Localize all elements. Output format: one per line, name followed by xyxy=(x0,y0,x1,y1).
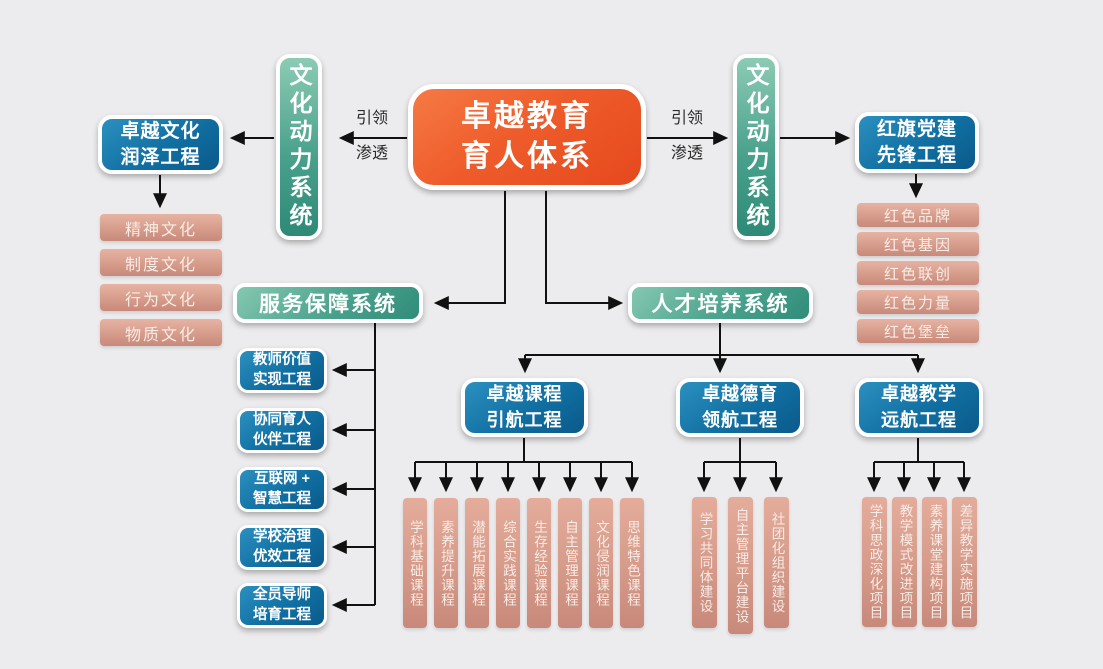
project-culture-left: 卓越文化 润泽工程 xyxy=(98,115,223,174)
project-culture-right-title: 红旗党建 先锋工程 xyxy=(877,117,957,168)
program3-item: 素养课堂建构项目 xyxy=(922,497,947,627)
program2-item: 自主管理平台建设 xyxy=(728,497,753,634)
service-project-2-line1: 协同育人 xyxy=(253,411,311,428)
talent-program-3-line2: 远航工程 xyxy=(881,409,957,430)
service-project-4: 学校治理优效工程 xyxy=(237,525,327,570)
service-project-3: 互联网 + 智慧工程 xyxy=(237,467,327,512)
root-node: 卓越教育 育人体系 xyxy=(408,84,646,190)
program1-course: 文化侵润课程 xyxy=(589,498,613,628)
service-project-1-line2: 实现工程 xyxy=(253,371,311,388)
culture-right-item: 红色堡垒 xyxy=(857,319,979,343)
service-project-1: 教师价值实现工程 xyxy=(237,348,327,393)
culture-system-right: 文化动力系统 xyxy=(733,54,779,240)
arrow-root-to-service xyxy=(433,191,506,310)
culture-left-item: 精神文化 xyxy=(100,214,222,241)
root-title-line2: 育人体系 xyxy=(461,140,593,173)
program1-course: 思维特色课程 xyxy=(620,498,644,628)
program3-item: 学科思政深化项目 xyxy=(862,497,887,627)
program1-course: 综合实践课程 xyxy=(496,498,520,628)
project-culture-right: 红旗党建 先锋工程 xyxy=(855,112,979,173)
talent-program-3-line1: 卓越教学 xyxy=(881,384,957,405)
service-system: 服务保障系统 xyxy=(233,283,423,323)
program2-item: 学习共同体建设 xyxy=(692,497,717,628)
service-project-5-line2: 培育工程 xyxy=(253,606,311,623)
project-culture-left-line2: 润泽工程 xyxy=(120,146,201,168)
culture-left-item: 物质文化 xyxy=(100,319,222,346)
culture-left-item: 行为文化 xyxy=(100,284,222,311)
lead-label-left-top: 引领 xyxy=(355,110,388,127)
project-culture-right-line1: 红旗党建 xyxy=(876,118,957,140)
service-project-1-line1: 教师价值 xyxy=(253,351,311,368)
culture-system-left: 文化动力系统 xyxy=(276,54,322,240)
talent-system: 人才培养系统 xyxy=(628,283,813,323)
culture-right-item: 红色基因 xyxy=(857,232,979,256)
program3-item: 教学模式改进项目 xyxy=(892,497,917,627)
lead-label-left-bottom: 渗透 xyxy=(355,145,388,162)
program1-course: 潜能拓展课程 xyxy=(465,498,489,628)
program1-course: 生存经验课程 xyxy=(527,498,551,628)
talent-program-2-line2: 领航工程 xyxy=(702,409,778,430)
culture-right-item: 红色联创 xyxy=(857,261,979,285)
talent-program-3: 卓越教学远航工程 xyxy=(855,378,983,437)
talent-program-2-line1: 卓越德育 xyxy=(702,384,778,405)
service-project-5-line1: 全员导师 xyxy=(253,586,311,603)
program3-item: 差异教学实施项目 xyxy=(952,497,977,627)
service-project-5: 全员导师培育工程 xyxy=(237,583,327,628)
root-title: 卓越教育 育人体系 xyxy=(461,97,593,176)
project-culture-left-line1: 卓越文化 xyxy=(120,120,201,142)
program1-course: 素养提升课程 xyxy=(434,498,458,628)
culture-right-item: 红色品牌 xyxy=(857,203,979,227)
lead-label-right-top: 引领 xyxy=(670,110,703,127)
program1-course: 学科基础课程 xyxy=(403,498,427,628)
lead-label-right-bottom: 渗透 xyxy=(670,145,703,162)
service-project-4-line1: 学校治理 xyxy=(253,528,311,545)
culture-left-item: 制度文化 xyxy=(100,249,222,276)
talent-program-1-line1: 卓越课程 xyxy=(486,384,563,405)
service-project-4-line2: 优效工程 xyxy=(253,548,311,565)
program2-item: 社团化组织建设 xyxy=(764,497,789,628)
service-project-2: 协同育人伙伴工程 xyxy=(237,408,327,453)
project-culture-right-line2: 先锋工程 xyxy=(876,144,957,166)
arrow-root-to-talent xyxy=(545,191,624,310)
service-project-3-line2: 智慧工程 xyxy=(253,490,311,507)
talent-program-2: 卓越德育领航工程 xyxy=(676,378,804,437)
service-project-3-line1: 互联网 + xyxy=(254,470,310,487)
talent-program-1-line2: 引航工程 xyxy=(486,409,563,430)
culture-right-item: 红色力量 xyxy=(857,290,979,314)
talent-program-1: 卓越课程引航工程 xyxy=(461,378,588,437)
root-title-line1: 卓越教育 xyxy=(461,100,593,134)
program1-course: 自主管理课程 xyxy=(558,498,582,628)
service-project-2-line2: 伙伴工程 xyxy=(253,431,311,448)
project-culture-left-title: 卓越文化 润泽工程 xyxy=(120,119,200,170)
